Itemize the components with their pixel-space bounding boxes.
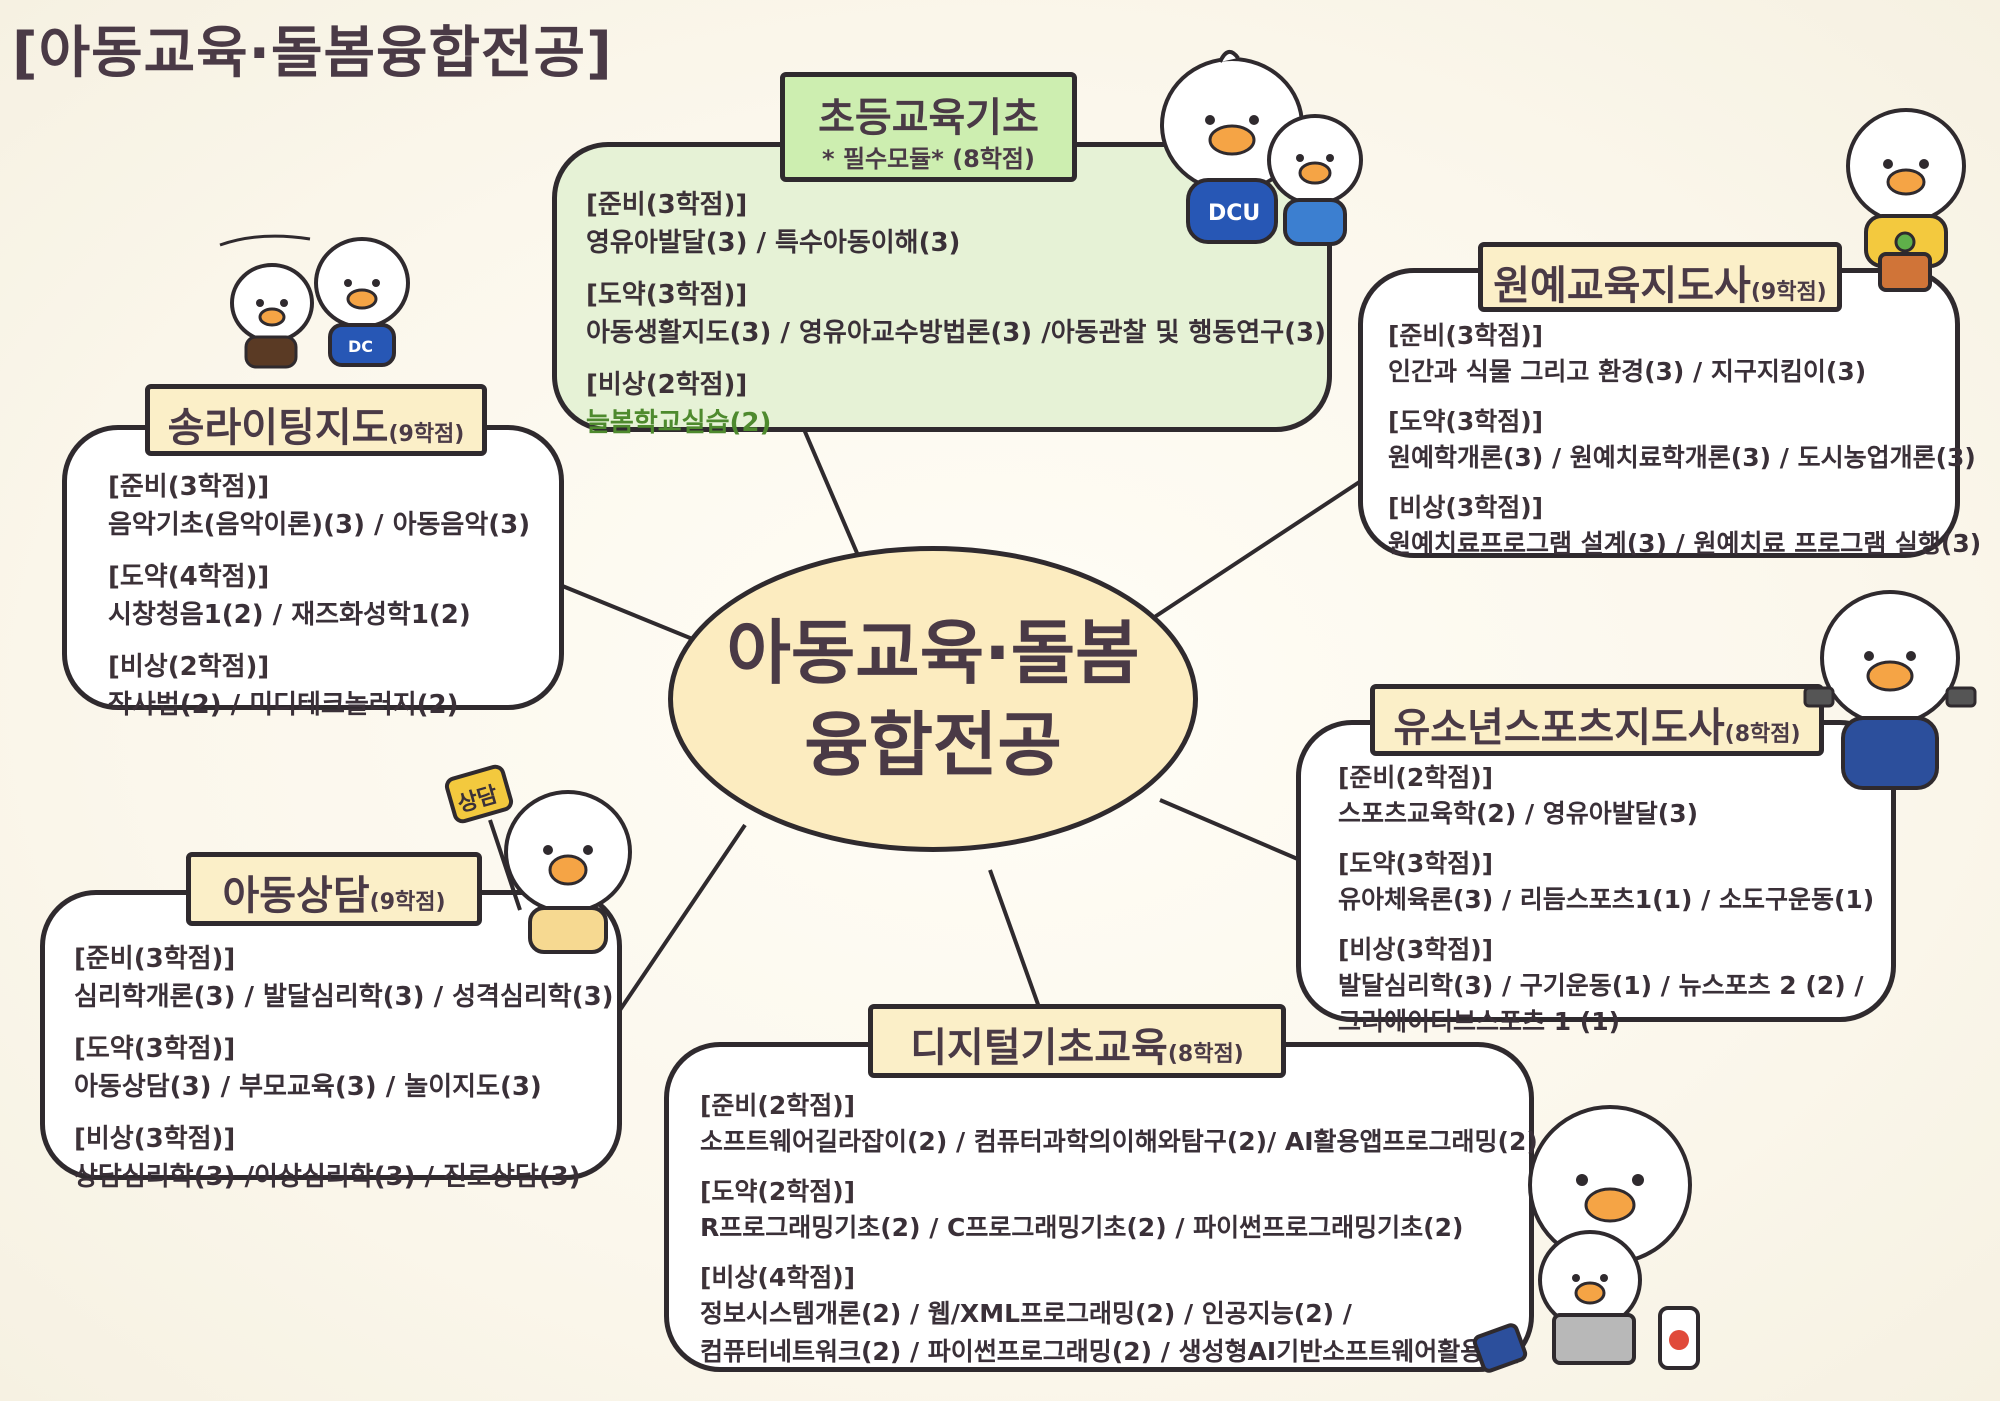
connector-counseling — [618, 823, 747, 1012]
course-list: 심리학개론(3) / 발달심리학(3) / 성격심리학(3) — [74, 982, 614, 1012]
course-list: 작사법(2) / 미디테크놀러지(2) — [108, 690, 459, 720]
stage-header: [도약(3학점)] — [1388, 407, 1544, 436]
module-horticulture-tag: 원예교육지도사(9학점) — [1478, 242, 1842, 312]
module-counseling-credits: (9학점) — [369, 890, 446, 915]
course-list: 정보시스템개론(2) / 웹/XML프로그래밍(2) / 인공지능(2) / — [700, 1299, 1352, 1328]
duck-counseling-icon: 상담 — [444, 764, 632, 954]
stage-header: [준비(3학점)] — [74, 944, 236, 974]
stage-header: [비상(3학점)] — [1388, 493, 1544, 522]
stage-header: [비상(2학점)] — [586, 370, 748, 400]
module-sports-content: [준비(2학점)] 스포츠교육학(2) / 영유아발달(3) [도약(3학점)]… — [1338, 760, 1874, 1040]
module-horticulture-title: 원예교육지도사 — [1493, 263, 1751, 309]
course-list: 스포츠교육학(2) / 영유아발달(3) — [1338, 799, 1699, 828]
module-horticulture-content: [준비(3학점)] 인간과 식물 그리고 환경(3) / 지구지킴이(3) [도… — [1388, 318, 1981, 562]
course-list: 음악기초(음악이론)(3) / 아동음악(3) — [108, 510, 531, 540]
stage-header: [도약(4학점)] — [108, 562, 270, 592]
course-list: 원예학개론(3) / 원예치료학개론(3) / 도시농업개론(3) — [1388, 443, 1976, 472]
connector-sports — [1159, 798, 1301, 862]
course-list: 영유아발달(3) / 특수아동이해(3) — [586, 228, 961, 258]
center-title-line2: 융합전공 — [804, 704, 1062, 786]
course-list: 인간과 식물 그리고 환경(3) / 지구지킴이(3) — [1388, 357, 1867, 386]
stage-header: [준비(2학점)] — [700, 1091, 856, 1120]
course-list: 컴퓨터네트워크(2) / 파이썬프로그래밍(2) / 생성형AI기반소프트웨어활… — [700, 1337, 1524, 1366]
course-list: 아동상담(3) / 부모교육(3) / 놀이지도(3) — [74, 1072, 542, 1102]
course-list: 시창청음1(2) / 재즈화성학1(2) — [108, 600, 471, 630]
course-list: 원예치료프로그램 설계(3) / 원예치료 프로그램 실행(3) — [1388, 529, 1982, 558]
duck-sports-icon — [1803, 590, 1977, 790]
stage-header: [준비(3학점)] — [586, 190, 748, 220]
center-node: 아동교육·돌봄 융합전공 — [668, 546, 1198, 852]
shirt-label-2: DC — [348, 337, 373, 356]
module-sports-box — [1296, 720, 1896, 1022]
module-elementary-title: 초등교육기초 — [818, 95, 1039, 141]
module-horticulture-box — [1358, 268, 1960, 558]
stage-header: [비상(4학점)] — [700, 1263, 856, 1292]
duck-digital-icon — [1472, 1105, 1700, 1373]
stage-header: [준비(3학점)] — [108, 472, 270, 502]
module-counseling-box — [40, 890, 622, 1180]
module-digital-title: 디지털기초교육 — [910, 1025, 1168, 1071]
stage-header: [도약(3학점)] — [1338, 849, 1494, 878]
module-sports-credits: (8학점) — [1724, 722, 1801, 747]
course-list: 유아체육론(3) / 리듬스포츠1(1) / 소도구운동(1) — [1338, 885, 1875, 914]
page-title: [아동교육·돌봄융합전공] — [12, 21, 613, 86]
stage-header: [도약(2학점)] — [700, 1177, 856, 1206]
stage-header: [비상(2학점)] — [108, 652, 270, 682]
course-list: 발달심리학(3) / 구기운동(1) / 뉴스포츠 2 (2) / — [1338, 971, 1864, 1000]
connector-horticulture — [1148, 473, 1372, 622]
course-list: 크리에이티브스포츠 1 (1) — [1338, 1007, 1621, 1036]
stage-header: [비상(3학점)] — [1338, 935, 1494, 964]
stage-header: [준비(3학점)] — [1388, 321, 1544, 350]
connector-digital — [988, 869, 1042, 1011]
module-digital-box — [664, 1042, 1534, 1372]
duck-music-icon: DC — [219, 234, 410, 369]
course-list: 아동생활지도(3) / 영유아교수방법론(3) /아동관찰 및 행동연구(3) — [586, 318, 1326, 348]
module-songwriting-credits: (9학점) — [388, 422, 465, 447]
shirt-label: DCU — [1208, 201, 1260, 226]
course-list: 상담심리학(3) /이상심리학(3) / 진로상담(3) — [74, 1162, 581, 1192]
module-digital-content: [준비(2학점)] 소프트웨어길라잡이(2) / 컴퓨터과학의이해와탐구(2)/… — [700, 1088, 1538, 1370]
connector-songwriting — [559, 583, 696, 642]
module-digital-tag: 디지털기초교육(8학점) — [868, 1004, 1286, 1078]
stage-header: [도약(3학점)] — [586, 280, 748, 310]
module-horticulture-credits: (9학점) — [1750, 280, 1827, 305]
duck-mascot-pair-icon: DCU — [1160, 50, 1363, 246]
module-counseling-title: 아동상담 — [222, 873, 370, 919]
module-counseling-content: [준비(3학점)] 심리학개론(3) / 발달심리학(3) / 성격심리학(3)… — [74, 940, 614, 1196]
module-counseling-tag: 아동상담(9학점) — [186, 852, 482, 926]
course-list: 소프트웨어길라잡이(2) / 컴퓨터과학의이해와탐구(2)/ AI활용앱프로그래… — [700, 1127, 1538, 1156]
center-title-line1: 아동교육·돌봄 — [726, 612, 1140, 694]
module-songwriting-content: [준비(3학점)] 음악기초(음악이론)(3) / 아동음악(3) [도약(4학… — [108, 468, 530, 724]
module-elementary-subtitle: * 필수모듈* (8학점) — [822, 145, 1035, 173]
stage-header: [비상(3학점)] — [74, 1124, 236, 1154]
module-sports-title: 유소년스포츠지도사 — [1393, 705, 1725, 751]
module-elementary-tag: 초등교육기초 * 필수모듈* (8학점) — [780, 72, 1077, 182]
course-list: 늘봄학교실습(2) — [586, 408, 772, 438]
connector-elementary — [798, 419, 862, 561]
module-digital-credits: (8학점) — [1167, 1042, 1244, 1067]
module-songwriting-title: 송라이팅지도 — [167, 405, 389, 451]
course-list: R프로그래밍기초(2) / C프로그래밍기초(2) / 파이썬프로그래밍기초(2… — [700, 1213, 1464, 1242]
module-elementary-content: [준비(3학점)] 영유아발달(3) / 특수아동이해(3) [도약(3학점)]… — [586, 186, 1326, 442]
stage-header: [도약(3학점)] — [74, 1034, 236, 1064]
module-sports-tag: 유소년스포츠지도사(8학점) — [1370, 684, 1824, 756]
module-songwriting-tag: 송라이팅지도(9학점) — [145, 384, 487, 456]
duck-gardener-icon — [1846, 108, 1966, 292]
stage-header: [준비(2학점)] — [1338, 763, 1494, 792]
